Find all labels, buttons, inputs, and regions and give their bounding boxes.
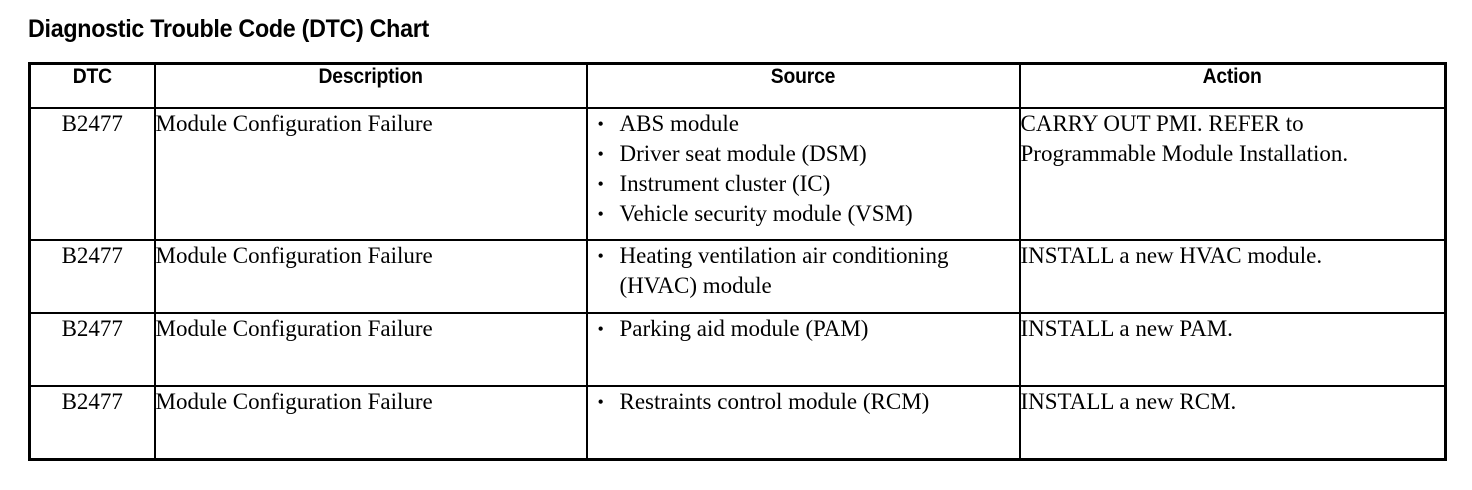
bullet-icon: • xyxy=(597,144,604,164)
table-row: B2477 Module Configuration Failure • ABS… xyxy=(28,107,1447,241)
dtc-table: DTC Description Source Action B2477 Modu… xyxy=(28,62,1447,461)
cell-action: INSTALL a new RCM. xyxy=(1018,385,1447,461)
list-item-label: Parking aid module (PAM) xyxy=(619,316,869,341)
column-header-source: Source xyxy=(585,62,1021,109)
cell-action: INSTALL a new PAM. xyxy=(1018,312,1447,387)
bullet-icon: • xyxy=(597,319,604,339)
cell-source: • Parking aid module (PAM) xyxy=(585,312,1021,387)
column-header-action-label: Action xyxy=(1202,65,1262,88)
column-header-dtc-label: DTC xyxy=(72,65,112,88)
cell-description: Module Configuration Failure xyxy=(153,239,588,314)
cell-dtc: B2477 xyxy=(28,312,156,387)
cell-dtc: B2477 xyxy=(28,107,156,241)
column-header-source-label: Source xyxy=(770,65,836,88)
action-label: CARRY OUT PMI. REFER to Programmable Mod… xyxy=(1020,111,1349,166)
source-bullet-list: • Parking aid module (PAM) xyxy=(588,314,1019,344)
source-bullet-list: • Heating ventilation air conditioning (… xyxy=(588,241,1019,301)
list-item: • Restraints control module (RCM) xyxy=(588,387,1019,417)
table-body: B2477 Module Configuration Failure • ABS… xyxy=(28,107,1447,461)
cell-source: • ABS module • Driver seat module (DSM) … xyxy=(585,107,1021,241)
cell-description: Module Configuration Failure xyxy=(153,385,588,461)
source-bullet-list: • Restraints control module (RCM) xyxy=(588,387,1019,417)
list-item-label: ABS module xyxy=(619,111,739,136)
action-label: INSTALL a new PAM. xyxy=(1020,316,1233,341)
table-row: B2477 Module Configuration Failure • Par… xyxy=(28,312,1447,387)
list-item-label: Driver seat module (DSM) xyxy=(619,141,867,166)
list-item-label: Heating ventilation air conditioning (HV… xyxy=(619,243,949,298)
cell-source: • Restraints control module (RCM) xyxy=(585,385,1021,461)
bullet-icon: • xyxy=(597,392,604,412)
action-label: INSTALL a new RCM. xyxy=(1020,389,1237,414)
cell-dtc: B2477 xyxy=(28,239,156,314)
table-row: B2477 Module Configuration Failure • Res… xyxy=(28,385,1447,461)
list-item: • Parking aid module (PAM) xyxy=(588,314,1019,344)
cell-description: Module Configuration Failure xyxy=(153,312,588,387)
action-label: INSTALL a new HVAC module. xyxy=(1020,243,1323,268)
table-row: B2477 Module Configuration Failure • Hea… xyxy=(28,239,1447,314)
list-item-label: Instrument cluster (IC) xyxy=(619,171,831,196)
bullet-icon: • xyxy=(597,174,604,194)
list-item: • ABS module xyxy=(588,109,1019,139)
list-item: • Driver seat module (DSM) xyxy=(588,139,1019,169)
bullet-icon: • xyxy=(597,114,604,134)
page-title: Diagnostic Trouble Code (DTC) Chart xyxy=(28,15,430,43)
table-header-row: DTC Description Source Action xyxy=(28,62,1447,109)
column-header-dtc: DTC xyxy=(28,62,156,109)
list-item: • Heating ventilation air conditioning (… xyxy=(588,241,1019,301)
cell-action: CARRY OUT PMI. REFER to Programmable Mod… xyxy=(1018,107,1447,241)
cell-dtc: B2477 xyxy=(28,385,156,461)
list-item: • Vehicle security module (VSM) xyxy=(588,199,1019,229)
table-header: DTC Description Source Action xyxy=(28,62,1447,109)
list-item-label: Vehicle security module (VSM) xyxy=(619,201,913,226)
bullet-icon: • xyxy=(597,246,604,266)
column-header-description-label: Description xyxy=(318,65,423,88)
list-item-label: Restraints control module (RCM) xyxy=(619,389,930,414)
list-item: • Instrument cluster (IC) xyxy=(588,169,1019,199)
bullet-icon: • xyxy=(597,204,604,224)
cell-action: INSTALL a new HVAC module. xyxy=(1018,239,1447,314)
source-bullet-list: • ABS module • Driver seat module (DSM) … xyxy=(588,109,1019,229)
column-header-description: Description xyxy=(153,62,588,109)
cell-description: Module Configuration Failure xyxy=(153,107,588,241)
column-header-action: Action xyxy=(1018,62,1447,109)
cell-source: • Heating ventilation air conditioning (… xyxy=(585,239,1021,314)
